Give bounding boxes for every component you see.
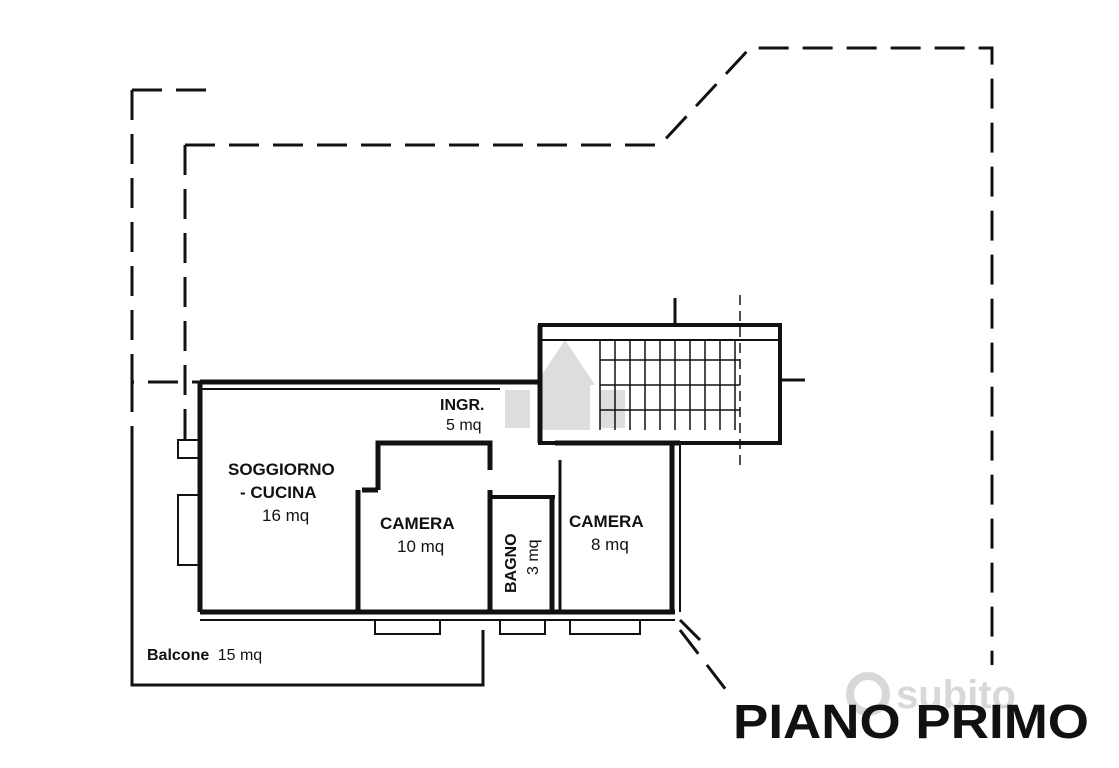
label-balcone-area: 15 mq bbox=[218, 647, 262, 664]
label-camera2-name: CAMERA bbox=[569, 512, 644, 531]
label-balcone: Balcone 15 mq bbox=[147, 647, 262, 664]
watermark-house-logo bbox=[505, 340, 625, 430]
label-camera1-area: 10 mq bbox=[397, 537, 444, 556]
label-camera2-area: 8 mq bbox=[591, 535, 629, 554]
label-bagno-area: 3 mq bbox=[525, 539, 542, 575]
label-bagno-group: BAGNO 3 mq bbox=[503, 533, 542, 593]
label-balcone-name: Balcone bbox=[147, 647, 209, 664]
label-ingresso-name: INGR. bbox=[440, 397, 484, 414]
balcone-outline bbox=[130, 440, 702, 687]
label-soggiorno-line1: SOGGIORNO bbox=[228, 460, 335, 479]
windows bbox=[177, 439, 641, 635]
label-soggiorno-line2: - CUCINA bbox=[240, 483, 317, 502]
watermark-logo-icon bbox=[846, 672, 890, 716]
label-soggiorno-area: 16 mq bbox=[262, 506, 309, 525]
interior-walls bbox=[355, 440, 680, 612]
plan-title: PIANO PRIMO bbox=[733, 696, 1089, 749]
watermark: subito bbox=[846, 672, 1016, 717]
label-ingresso-area: 5 mq bbox=[446, 417, 482, 434]
label-bagno-name: BAGNO bbox=[503, 533, 520, 593]
watermark-text: subito bbox=[896, 673, 1016, 717]
site-boundary-dashed bbox=[130, 46, 994, 696]
label-camera1-name: CAMERA bbox=[380, 514, 455, 533]
